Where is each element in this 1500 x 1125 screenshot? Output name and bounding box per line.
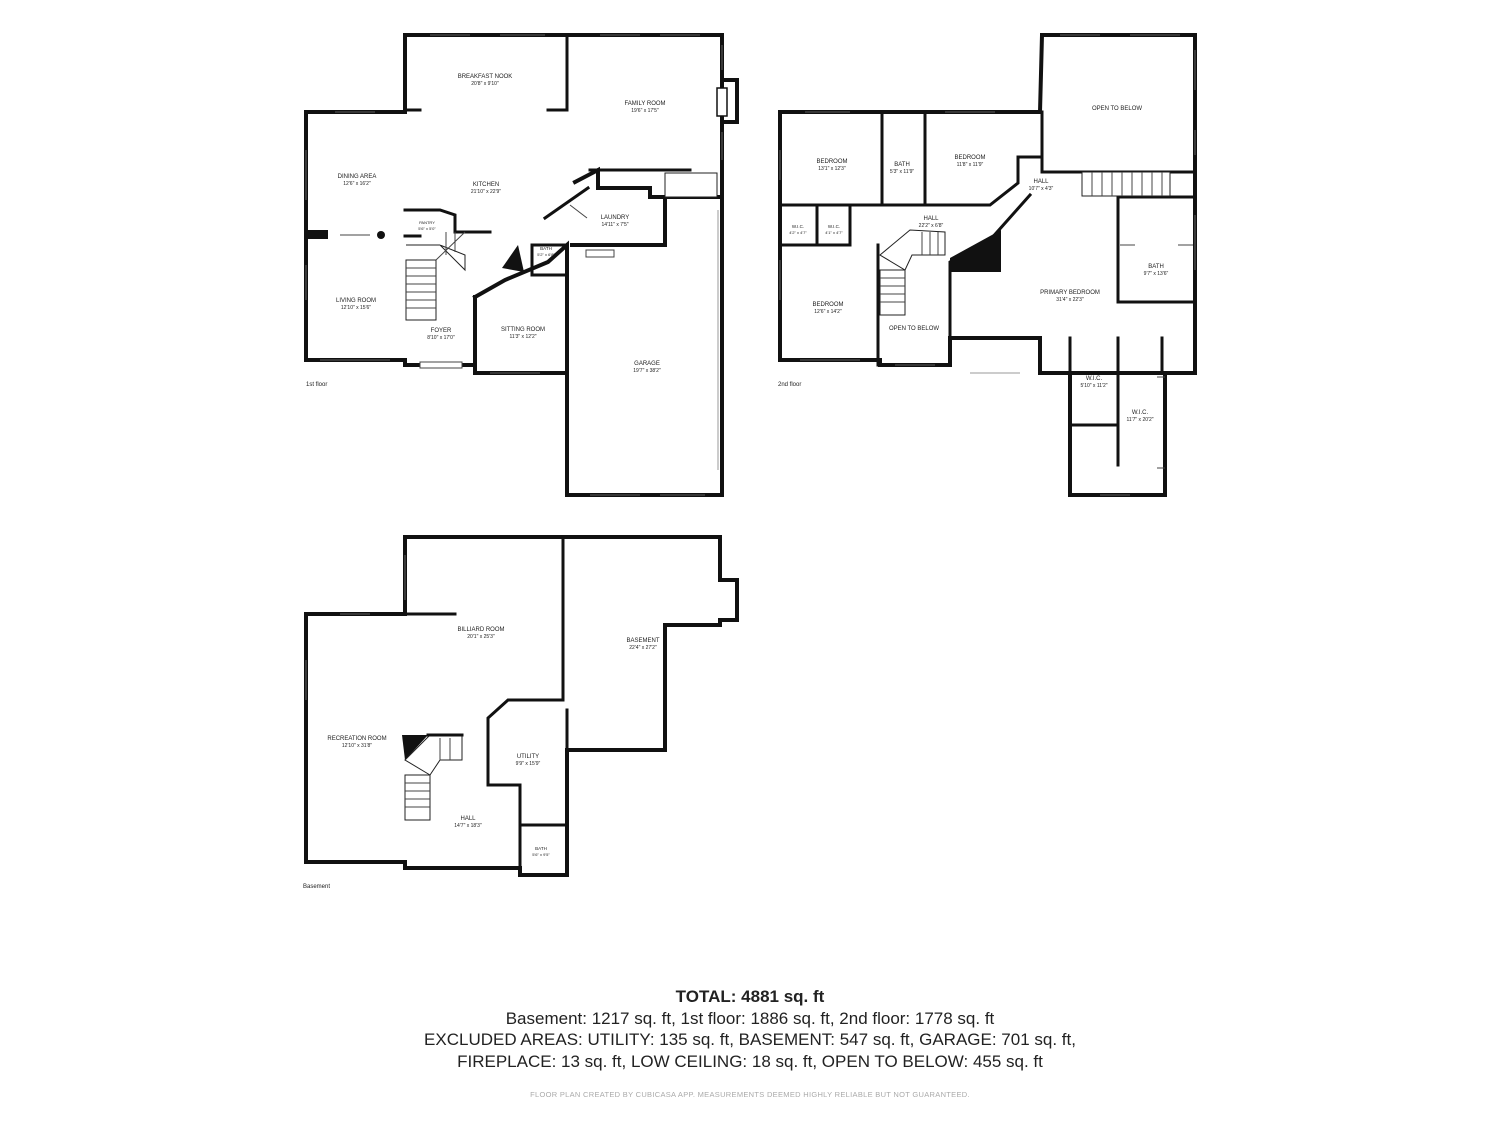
- floor-plan-drawing: BREAKFAST NOOK 20'8" x 9'10" FAMILY ROOM…: [303, 32, 1197, 890]
- room-name: GARAGE: [634, 361, 660, 367]
- total-value: 4881 sq. ft: [741, 987, 825, 1006]
- room-name: PRIMARY BEDROOM: [1040, 290, 1100, 296]
- room-dims: 22'2" x 6'8": [919, 223, 944, 229]
- second-floor-plan: OPEN TO BELOW BEDROOM 13'1" x 12'3" BATH…: [778, 32, 1197, 497]
- room-dims: 22'4" x 27'2": [629, 645, 657, 651]
- room-name: OPEN TO BELOW: [1092, 106, 1142, 112]
- room-dims: 14'11" x 7'5": [601, 222, 628, 228]
- room-dims: 9'7" x 13'6": [1144, 271, 1169, 277]
- room-dims: 21'10" x 22'9": [471, 189, 501, 195]
- room-name: BEDROOM: [816, 159, 847, 165]
- floor-area-breakdown: Basement: 1217 sq. ft, 1st floor: 1886 s…: [505, 1009, 995, 1028]
- room-name: BATH: [540, 246, 552, 251]
- room-dims: 5'6" x 5'0": [418, 226, 436, 231]
- room-dims: 14'7" x 18'3": [454, 823, 482, 829]
- room-dims: 5'10" x 11'2": [1080, 383, 1107, 389]
- room-dims: 12'10" x 31'8": [342, 743, 372, 749]
- room-dims: 9'9" x 15'9": [516, 761, 541, 767]
- room-name: HALL: [460, 816, 476, 822]
- room-dims: 10'7" x 4'3": [1029, 186, 1054, 192]
- room-dims: 19'6" x 17'5": [631, 108, 659, 114]
- room-dims: 5'3" x 11'9": [890, 169, 914, 175]
- floor-label-first: 1st floor: [306, 382, 327, 388]
- room-name: BREAKFAST NOOK: [458, 74, 513, 80]
- room-dims: 12'10" x 15'6": [341, 305, 371, 311]
- room-dims: 31'4" x 22'3": [1056, 297, 1084, 303]
- room-name: SITTING ROOM: [501, 327, 545, 333]
- room-name: KITCHEN: [473, 182, 499, 188]
- room-name: PANTRY: [419, 220, 435, 225]
- floor-label-second: 2nd floor: [778, 382, 801, 388]
- room-name: W.I.C.: [1132, 410, 1149, 416]
- room-name: W.I.C.: [1086, 376, 1103, 382]
- room-name: BASEMENT: [626, 638, 659, 644]
- room-dims: 4'2" x 4'7": [789, 230, 807, 235]
- room-name: UTILITY: [517, 754, 539, 760]
- room-name: FOYER: [431, 328, 452, 334]
- room-dims: 4'1" x 4'7": [825, 230, 843, 235]
- room-name: LAUNDRY: [601, 215, 630, 221]
- room-name: LIVING ROOM: [336, 298, 376, 304]
- room-name: BEDROOM: [954, 155, 985, 161]
- room-dims: 13'1" x 12'3": [818, 166, 846, 172]
- total-area: TOTAL: 4881 sq. ft: [0, 987, 1500, 1007]
- floor-label-basement: Basement: [303, 884, 330, 890]
- room-dims: 12'6" x 14'2": [814, 309, 842, 315]
- room-name: DINING AREA: [338, 174, 377, 180]
- room-name: BATH: [894, 162, 910, 168]
- room-dims: 8'10" x 17'0": [427, 335, 455, 341]
- basement-plan: BILLIARD ROOM 20'1" x 25'3" BASEMENT 22'…: [303, 535, 739, 890]
- room-dims: 20'8" x 9'10": [471, 81, 499, 87]
- room-name: BILLIARD ROOM: [457, 627, 504, 633]
- first-floor-plan: BREAKFAST NOOK 20'8" x 9'10" FAMILY ROOM…: [304, 33, 739, 497]
- room-dims: 11'3" x 12'2": [509, 334, 536, 340]
- total-label: TOTAL:: [675, 987, 737, 1006]
- room-name: RECREATION ROOM: [327, 736, 386, 742]
- room-name: BATH: [535, 846, 547, 851]
- room-dims: 11'8" x 11'9": [957, 162, 984, 168]
- room-name: HALL: [923, 216, 939, 222]
- room-dims: 5'2" x 6'8": [537, 252, 555, 257]
- excluded-areas-line-1: EXCLUDED AREAS: UTILITY: 135 sq. ft, BAS…: [424, 1030, 1076, 1049]
- room-name: HALL: [1033, 179, 1049, 185]
- room-name: OPEN TO BELOW: [889, 326, 939, 332]
- room-name: BEDROOM: [812, 302, 843, 308]
- excluded-areas-line-2: FIREPLACE: 13 sq. ft, LOW CEILING: 18 sq…: [457, 1052, 1043, 1071]
- room-name: W.I.C.: [792, 224, 804, 229]
- room-dims: 5'6" x 9'5": [532, 852, 550, 857]
- room-dims: 19'7" x 38'2": [633, 368, 661, 374]
- room-dims: 12'6" x 16'2": [343, 181, 371, 187]
- room-name: BATH: [1148, 264, 1164, 270]
- room-name: FAMILY ROOM: [624, 101, 665, 107]
- room-name: W.I.C.: [828, 224, 840, 229]
- disclaimer-credit: FLOOR PLAN CREATED BY CUBICASA APP. MEAS…: [530, 1090, 970, 1099]
- room-dims: 20'1" x 25'3": [467, 634, 495, 640]
- room-dims: 11'7" x 20'2": [1126, 417, 1153, 423]
